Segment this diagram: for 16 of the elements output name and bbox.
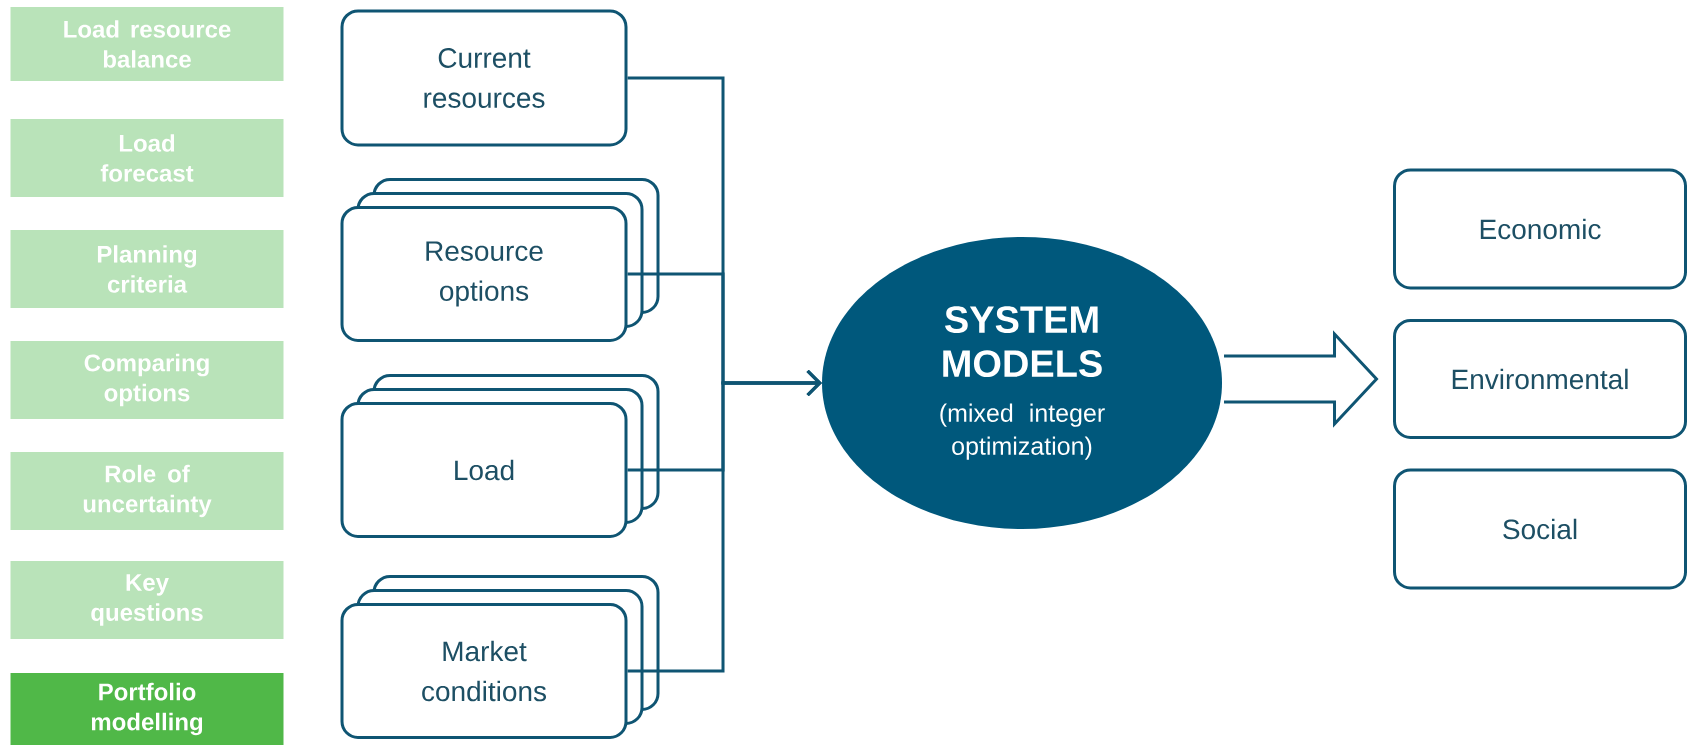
tab-box: Load forecast — [10, 119, 284, 197]
tab-box: Comparing options — [10, 341, 284, 419]
rounded-box: Economic — [1393, 168, 1687, 290]
tab-box: Key questions — [10, 561, 284, 639]
stacked-boxes: Load — [340, 374, 660, 538]
rounded-box: Social — [1393, 468, 1687, 590]
tab-box: Load resource balance — [10, 7, 284, 81]
rounded-box: Current resources — [340, 9, 628, 147]
tab-box: Portfolio modelling — [10, 673, 284, 745]
block-arrow — [1222, 330, 1379, 428]
stacked-boxes: Resource options — [340, 178, 660, 342]
stacked-boxes: Market conditions — [340, 575, 660, 739]
arrow — [627, 369, 822, 673]
rounded-box: Environmental — [1393, 319, 1687, 439]
tab-box: Planning criteria — [10, 230, 284, 308]
tab-box: Role of uncertainty — [10, 452, 284, 530]
